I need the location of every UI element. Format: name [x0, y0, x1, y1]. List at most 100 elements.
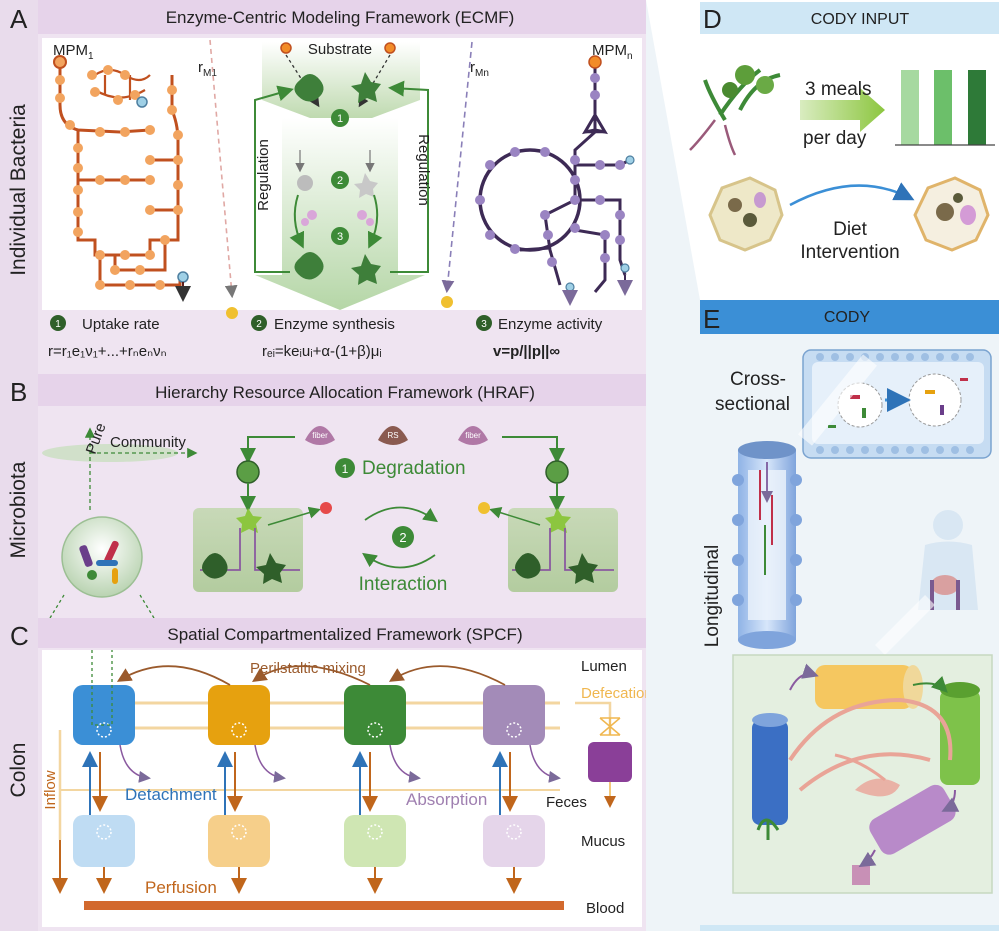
- regulation-left-label: Regulation: [255, 139, 272, 211]
- meals-arrow: [800, 88, 885, 132]
- legend-enzyme-synthesis: Enzyme synthesis: [274, 316, 395, 333]
- panel-b-letter: B: [10, 377, 27, 407]
- svg-text:fiber: fiber: [465, 431, 481, 440]
- lumen-label: Lumen: [581, 658, 627, 675]
- svg-text:2: 2: [256, 319, 262, 330]
- perfusion-label: Perfusion: [145, 878, 217, 897]
- meal-bar-1: [901, 70, 919, 145]
- regulation-right-label: Regulation: [415, 134, 432, 206]
- human-silhouette: [918, 510, 978, 610]
- fiber-molecules: fiber RS fiber: [305, 426, 488, 445]
- peristaltic-label: Perilstaltic mixing: [250, 660, 366, 677]
- r-left-label: rM1: [198, 59, 217, 79]
- panel-a-title: Enzyme-Centric Modeling Framework (ECMF): [166, 8, 515, 27]
- panel-c: C Spatial Compartmentalized Framework (S…: [0, 618, 653, 931]
- mucus-compartment-1: [73, 815, 135, 867]
- metabolic-network-left: [53, 55, 191, 302]
- mucus-compartment-3: [344, 815, 406, 867]
- svg-text:1: 1: [342, 462, 349, 476]
- gut-compartment-after: [913, 176, 990, 252]
- panel-a-side-label: Individual Bacteria: [7, 104, 30, 276]
- r-left-metabolite: [226, 307, 238, 319]
- interaction-label: Interaction: [359, 574, 448, 595]
- longitudinal-tube: [732, 441, 802, 649]
- defecation-label: Defecation: [581, 685, 653, 702]
- cross-sectional-line2: sectional: [715, 394, 790, 415]
- panel-c-side-strip: [0, 618, 38, 931]
- degradation-badge: [335, 458, 355, 478]
- panel-d-letter: D: [703, 4, 722, 34]
- vegetable-icon: [689, 65, 781, 156]
- legend-enzyme-activity: Enzyme activity: [498, 316, 603, 333]
- cross-sectional-line1: Cross-: [730, 369, 786, 390]
- panel-e: E CODY Cross- sectional Longitudinal: [700, 300, 999, 931]
- mucus-compartment-4: [483, 815, 545, 867]
- absorption-label: Absorption: [406, 790, 487, 809]
- legend2-badge: [251, 315, 267, 331]
- network-left-nodes: [55, 65, 183, 290]
- panel-a-letter: A: [10, 4, 28, 34]
- inflow-dashed-channel: [91, 650, 113, 726]
- step1-badge: 1: [337, 113, 343, 125]
- blood-bar: [84, 901, 564, 910]
- svg-text:RS: RS: [387, 431, 398, 440]
- panel-b-side-strip: [0, 370, 38, 618]
- blood-label: Blood: [586, 900, 624, 917]
- diet-line1: Diet: [833, 219, 868, 240]
- enzyme-left: [236, 460, 260, 484]
- panel-c-letter: C: [10, 621, 29, 651]
- mpm-right-label: MPMn: [592, 42, 633, 62]
- legend1-badge: [50, 315, 66, 331]
- panel-e-letter: E: [703, 304, 720, 334]
- mpm-left-label: MPM1: [53, 42, 94, 62]
- enzyme-funnel: 1 2 3: [254, 42, 429, 310]
- panel-a: A Enzyme-Centric Modeling Framework (ECM…: [0, 0, 646, 370]
- meal-bar-2: [934, 70, 952, 145]
- lumen-compartment-3: [344, 685, 406, 745]
- lumen-compartment-4: [483, 685, 545, 745]
- panel-a-side-strip: [0, 0, 38, 370]
- r-right-metabolite: [441, 296, 453, 308]
- meal-bar-3: [968, 70, 986, 145]
- svg-text:2: 2: [399, 530, 406, 545]
- panel-b-side-label: Microbiota: [7, 461, 30, 558]
- meals-line2: per day: [803, 128, 867, 149]
- gut-compartment-before: [708, 176, 784, 252]
- diet-line2: Intervention: [800, 242, 899, 263]
- microbiota-sphere: [61, 516, 143, 598]
- panel-b-header: [38, 374, 646, 406]
- panel-b: B Hierarchy Resource Allocation Framewor…: [0, 370, 646, 619]
- panel-d: D CODY INPUT 3 meals per day Diet Interv…: [689, 0, 999, 300]
- substrate-label: Substrate: [308, 41, 372, 58]
- legend3-badge: [476, 315, 492, 331]
- panel-c-side-label: Colon: [7, 743, 30, 798]
- interaction-badge: [392, 526, 414, 548]
- community-label: Community: [110, 434, 186, 451]
- diet-intervention-arrow: [789, 182, 915, 207]
- degradation-label: Degradation: [362, 458, 466, 479]
- metabolic-network-right: [475, 55, 635, 306]
- detachment-label: Detachment: [125, 785, 217, 804]
- panel-c-title: Spatial Compartmentalized Framework (SPC…: [167, 625, 522, 644]
- r-left-dashed-arrow: [209, 39, 238, 299]
- meals-line1: 3 meals: [805, 79, 872, 100]
- feces-box: [588, 742, 632, 782]
- r-right-dashed-arrow: [441, 41, 473, 294]
- equation-uptake: r=r₁e₁ν₁+...+rₙeₙνₙ: [48, 343, 167, 360]
- panel-d-header-label: CODY INPUT: [811, 11, 910, 28]
- panel-a-header: [38, 0, 646, 34]
- lumen-compartment-2: [208, 685, 270, 745]
- longitudinal-label: Longitudinal: [702, 545, 723, 647]
- feces-label: Feces: [546, 794, 587, 811]
- equation-synthesis: rₑᵢ=keᵢuᵢ+α-(1+β)μᵢ: [262, 343, 382, 360]
- step3-badge: 3: [337, 231, 343, 243]
- legend-uptake-rate: Uptake rate: [82, 316, 160, 333]
- community-ellipse: [42, 444, 178, 462]
- panel-e-header: [700, 300, 999, 334]
- equation-activity: v=p/||p||∞: [493, 343, 560, 360]
- panel-e-header-label: CODY: [824, 309, 871, 326]
- defecation-valve: [599, 717, 621, 736]
- colon-regions-image: [732, 654, 993, 894]
- svg-text:3: 3: [481, 319, 487, 330]
